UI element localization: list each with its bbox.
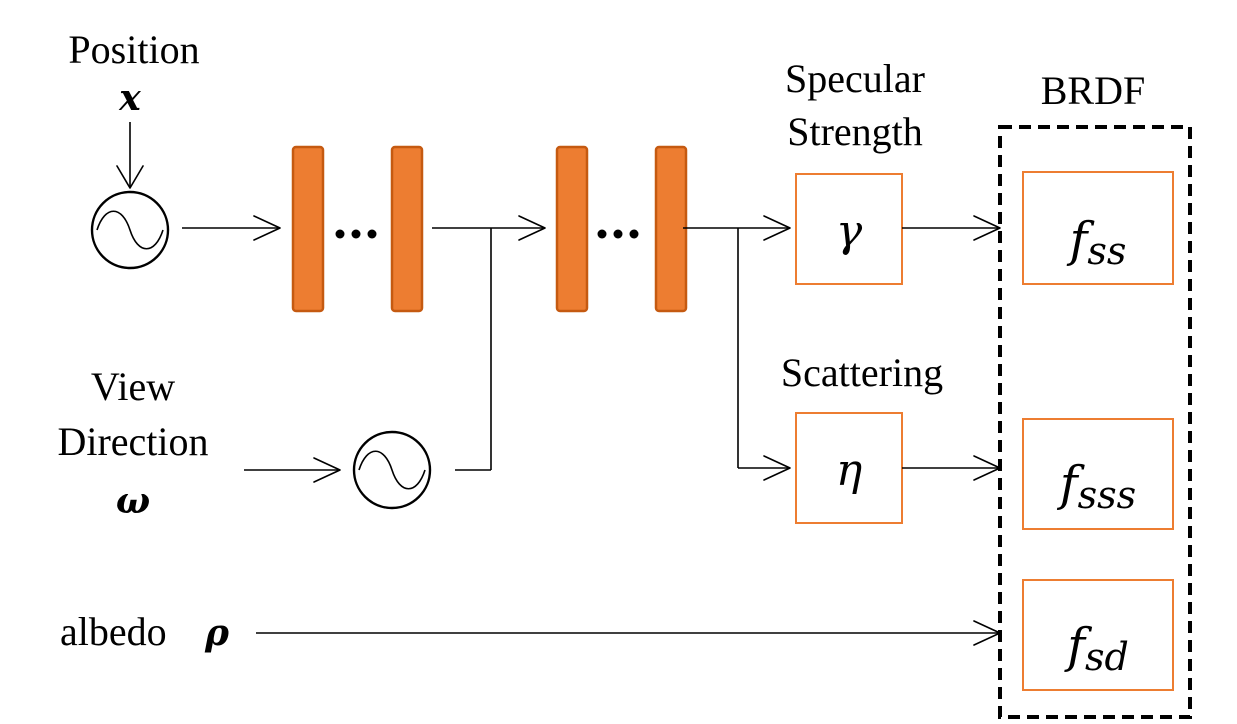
scattering-label: Scattering (781, 350, 943, 395)
specular-label-line1: Specular (785, 56, 925, 101)
arrow-to-mlp1 (253, 215, 281, 241)
view-symbol: ω (116, 480, 150, 522)
view-label-line2: Direction (57, 419, 208, 464)
arrow-to-mlp2 (518, 215, 546, 241)
mlp2-layer-first (555, 145, 589, 313)
gamma-box (795, 173, 903, 285)
fsd-box (1022, 579, 1174, 691)
fss-box (1022, 171, 1174, 285)
mlp2-ellipsis (597, 229, 639, 239)
view-encoding-icon (352, 430, 432, 510)
position-encoding-icon (90, 190, 170, 270)
brdf-dashed-frame (998, 125, 1192, 719)
view-label-line1: View (91, 364, 175, 409)
position-symbol: x (118, 77, 141, 119)
eta-box (795, 412, 903, 524)
mlp1-ellipsis (335, 229, 377, 239)
arrow-to-eta (763, 455, 791, 481)
arrow-position-down (116, 165, 144, 189)
mlp1-layer-last (390, 145, 424, 313)
arrow-to-gamma (763, 215, 791, 241)
fsss-box (1022, 418, 1174, 530)
fss-symbol: fss (1067, 212, 1127, 273)
arrow-gamma-to-fss (973, 215, 1001, 241)
mlp1-layer-first (291, 145, 325, 313)
albedo-symbol: ρ (204, 612, 230, 654)
mlp2-layer-last (654, 145, 688, 313)
gamma-symbol: γ (836, 206, 863, 257)
eta-symbol: η (836, 445, 862, 496)
albedo-label: albedo (60, 609, 167, 654)
arrow-view-to-encoding (313, 457, 341, 483)
specular-label-line2: Strength (787, 109, 923, 154)
brdf-title: BRDF (1041, 68, 1146, 113)
position-label: Position (68, 27, 199, 72)
